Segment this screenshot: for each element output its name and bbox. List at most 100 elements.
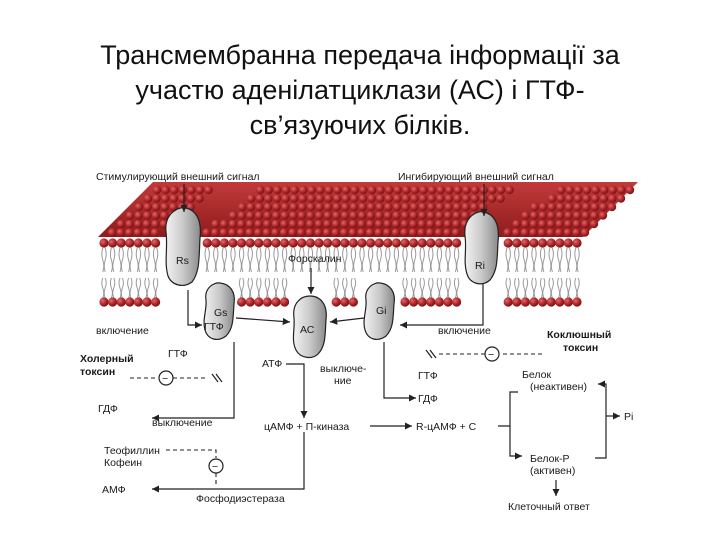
title-line-3: св’язуючих білків. (249, 110, 471, 140)
lipid-head (99, 238, 109, 248)
lipid-head (520, 297, 531, 307)
lipid-tail (241, 247, 245, 273)
lipid-head (512, 297, 522, 307)
lipid-head (228, 228, 237, 237)
lipid-tail (146, 247, 150, 273)
protein-gs: Gs ГТФ (203, 282, 235, 340)
lipid-head (262, 238, 272, 248)
lipid-head (366, 219, 375, 229)
lipid-head (279, 228, 289, 237)
lipid-tail (565, 277, 569, 299)
lipid-head (591, 185, 600, 195)
lipid-tail (353, 247, 357, 273)
lipid-tail (112, 277, 116, 299)
lipid-head (530, 202, 539, 212)
lipid-head (315, 211, 324, 220)
lipid-tail (447, 277, 451, 299)
lipid-head (254, 211, 264, 220)
lipid-head (204, 185, 213, 195)
lipid-head (470, 202, 479, 212)
gtp-right-label: ГТФ (418, 370, 438, 382)
lipid-head (512, 238, 522, 248)
lipid-tail (410, 277, 414, 299)
lipid-tail (430, 277, 434, 299)
lipid-tail (292, 247, 296, 273)
lipid-head (273, 185, 282, 195)
membrane-lower-heads (99, 297, 582, 307)
lipid-head (451, 228, 461, 237)
lipid-head (357, 228, 366, 237)
receptor-ri: Ri (464, 211, 499, 285)
lipid-head (152, 185, 162, 195)
lipid-head (161, 194, 170, 203)
lipid-tail (516, 277, 520, 299)
lipid-head (298, 194, 307, 203)
lipid-head (341, 194, 350, 203)
lipid-tail (342, 247, 346, 273)
lipid-head (556, 202, 565, 212)
protein-gi: Gi (363, 282, 395, 340)
lipid-tail (436, 247, 440, 273)
lipid-head (359, 185, 368, 195)
lipid-head (238, 202, 247, 212)
lipid-head (152, 202, 161, 212)
lipid-tail (249, 247, 253, 273)
lipid-tail (238, 277, 242, 299)
lipid-head (564, 219, 573, 229)
lipid-head (271, 219, 280, 229)
lipid-head (263, 202, 273, 212)
lipid-head (539, 202, 548, 212)
lipid-tail (221, 247, 225, 273)
lipid-head (401, 202, 410, 212)
lipid-tail (453, 247, 457, 273)
lipid-tail (118, 277, 122, 299)
lipid-head (323, 219, 332, 229)
lipid-head (316, 185, 325, 195)
lipid-head (530, 211, 539, 220)
lipid-tail (342, 277, 346, 299)
lipid-head (434, 238, 444, 248)
protein-inactive-label-1: Белок (522, 369, 551, 381)
lipid-head (426, 297, 436, 307)
lipid-head (461, 211, 470, 220)
lipid-head (572, 297, 582, 307)
lipid-head (478, 202, 488, 212)
lipid-head (574, 185, 583, 195)
lipid-head (471, 185, 480, 195)
cholera-label-1: Холерный (80, 353, 134, 365)
amp-label: АМФ (102, 484, 126, 496)
lipid-tail (568, 247, 572, 273)
lipid-head (116, 297, 126, 307)
lipid-head (323, 211, 332, 220)
lipid-head (229, 211, 238, 220)
gs-gtp-label: ГТФ (204, 321, 224, 333)
lipid-head (563, 228, 572, 237)
lipid-tail (258, 247, 262, 273)
lipid-tail (404, 277, 408, 299)
cholera-minus: − (162, 373, 168, 385)
lipid-head (331, 238, 341, 248)
lipid-tail (224, 247, 228, 273)
lipid-head (340, 219, 349, 229)
lipid-head (391, 228, 400, 237)
lipid-head (340, 238, 350, 248)
lipid-head (254, 219, 263, 229)
lipid-tail (112, 247, 116, 273)
lipid-head (598, 211, 608, 220)
lipid-head (580, 228, 590, 237)
lipid-head (289, 211, 298, 220)
gs-deactivation-arrow (152, 342, 235, 422)
lipid-head (581, 219, 590, 229)
lipid-head (520, 228, 529, 237)
lipid-tail (335, 247, 339, 273)
lipid-tail (439, 277, 443, 299)
lipid-head (195, 185, 205, 195)
lipid-head (271, 297, 281, 307)
lipid-head (383, 211, 393, 220)
lipid-tail (402, 247, 406, 273)
lipid-head (520, 238, 531, 248)
lipid-tail (548, 277, 552, 299)
lipid-head (332, 211, 341, 220)
lipid-tail (559, 247, 563, 273)
lipid-head (357, 238, 367, 248)
